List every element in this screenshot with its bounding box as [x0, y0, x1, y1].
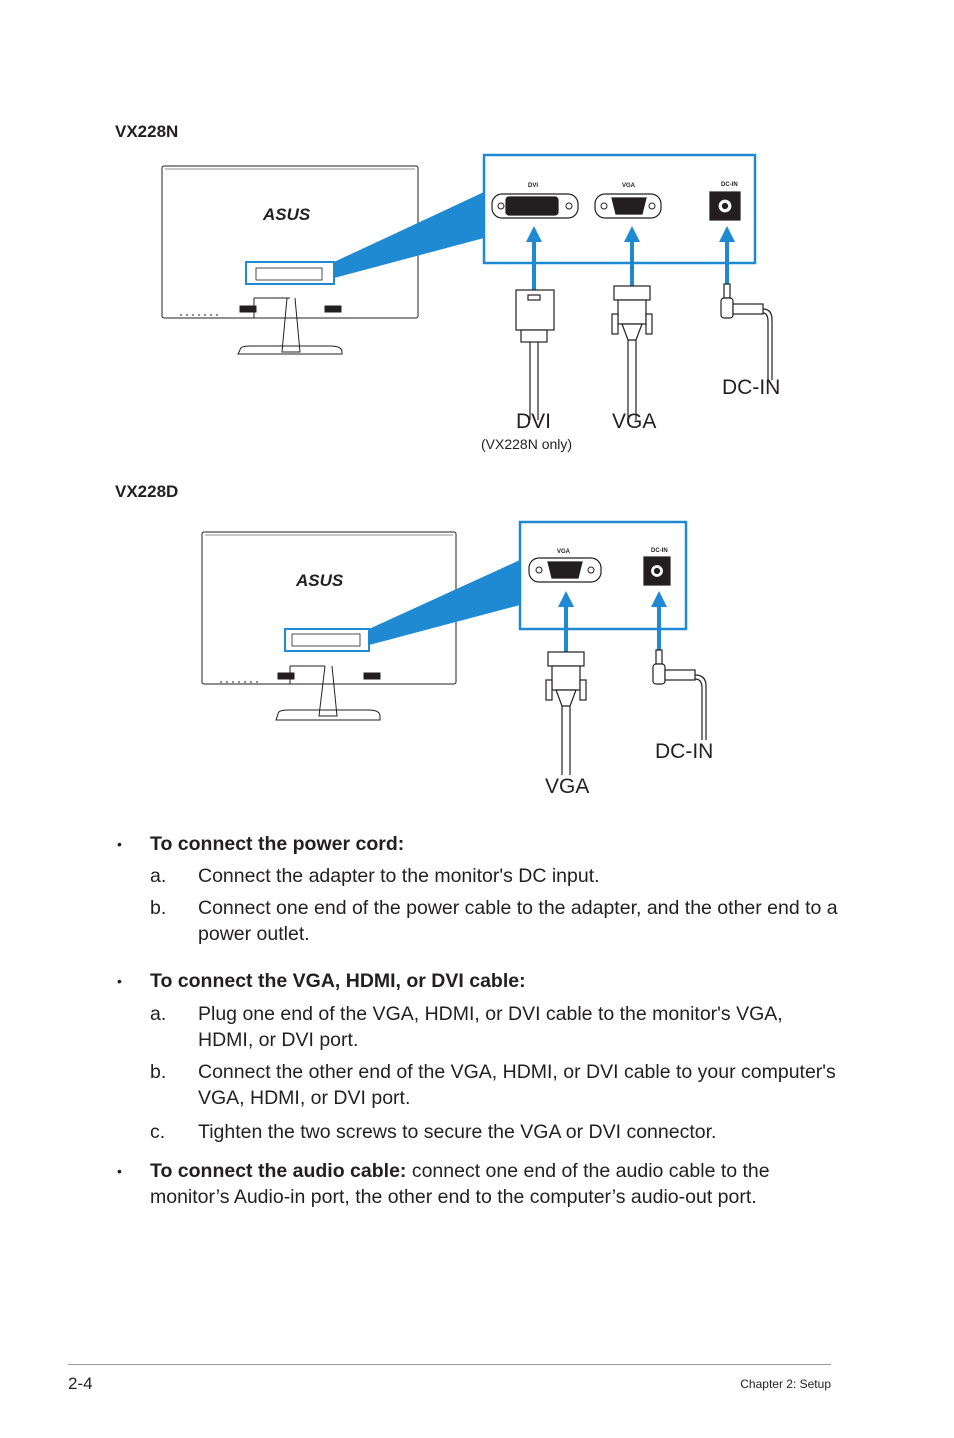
- step-text: Tighten the two screws to secure the VGA…: [198, 1121, 717, 1143]
- video-cable-heading: To connect the VGA, HDMI, or DVI cable:: [150, 970, 526, 992]
- audio-cable-text: connect one end of the audio cable to th…: [150, 1160, 770, 1208]
- power-cord-instructions: • To connect the power cord: a. Connect …: [117, 831, 838, 946]
- vx228n-callout-wedge: [334, 192, 484, 278]
- vx228d-port-highlight: [284, 628, 370, 652]
- asus-logo-vx228d: ASUS: [295, 571, 344, 590]
- asus-logo-vx228n: ASUS: [262, 205, 311, 224]
- step-letter: a.: [150, 1003, 167, 1025]
- step-text: Plug one end of the VGA, HDMI, or DVI ca…: [198, 1003, 783, 1051]
- vx228n-port-highlight: [245, 261, 335, 285]
- dvi-port-icon: [491, 193, 579, 219]
- vx228d-connection-arrows: [558, 591, 667, 652]
- power-cord-heading: To connect the power cord:: [150, 833, 405, 855]
- vx228n-vga-label: VGA: [612, 410, 657, 433]
- vx228n-diagram: ASUS DVI VGA DC-IN: [161, 153, 773, 420]
- audio-cable-paragraph: To connect the audio cable: connect one …: [150, 1158, 820, 1210]
- vx228n-title: VX228N: [115, 122, 179, 141]
- bullet-marker: •: [117, 836, 122, 852]
- vx228d-dcin-label: DC-IN: [655, 740, 714, 763]
- vx228n-connection-arrows: [526, 226, 735, 290]
- vx228d-vga-port-label: VGA: [557, 549, 571, 555]
- step-letter: c.: [150, 1121, 166, 1143]
- dvi-cable-plug: [515, 289, 555, 420]
- step-letter: b.: [150, 897, 167, 919]
- vx228d-dcin-port-label: DC-IN: [651, 548, 668, 554]
- vx228n-dvi-label: DVI: [516, 410, 552, 433]
- bullet-marker: •: [117, 1163, 122, 1179]
- audio-cable-instructions: • To connect the audio cable: connect on…: [117, 1158, 837, 1238]
- vx228d-vga-label: VGA: [545, 775, 590, 798]
- step-text: Connect the adapter to the monitor's DC …: [198, 865, 600, 887]
- vx228n-dvi-port-label: DVI: [528, 183, 538, 189]
- vx228n-monitor-illustration: [161, 165, 419, 355]
- page-number: 2-4: [68, 1374, 93, 1393]
- vx228n-dcin-port-label: DC-IN: [721, 182, 738, 188]
- vga-cable-plug: [611, 285, 653, 420]
- dc-cable-plug-d: [652, 649, 707, 740]
- vga-port-icon-d: [528, 557, 602, 583]
- step-letter: b.: [150, 1061, 167, 1083]
- step-letter: a.: [150, 865, 167, 887]
- step-text: Connect the other end of the VGA, HDMI, …: [198, 1061, 836, 1109]
- vx228d-diagram: ASUS VGA DC-IN: [201, 520, 707, 775]
- step-text: Connect one end of the power cable to th…: [198, 897, 838, 945]
- vx228n-dcin-label: DC-IN: [722, 376, 781, 399]
- vga-cable-plug-d: [545, 651, 587, 775]
- footer-divider: [68, 1364, 831, 1365]
- vx228d-callout-wedge: [369, 560, 520, 645]
- dc-cable-plug: [720, 283, 773, 380]
- chapter-label: Chapter 2: Setup: [740, 1377, 831, 1391]
- vx228d-title: VX228D: [115, 482, 179, 501]
- vx228n-dvi-note: (VX228N only): [481, 436, 573, 452]
- vga-port-icon: [594, 193, 662, 219]
- bullet-marker: •: [117, 973, 122, 989]
- vx228n-vga-port-label: VGA: [622, 183, 636, 189]
- video-cable-instructions: • To connect the VGA, HDMI, or DVI cable…: [117, 968, 837, 1148]
- audio-cable-heading: To connect the audio cable:: [150, 1160, 407, 1182]
